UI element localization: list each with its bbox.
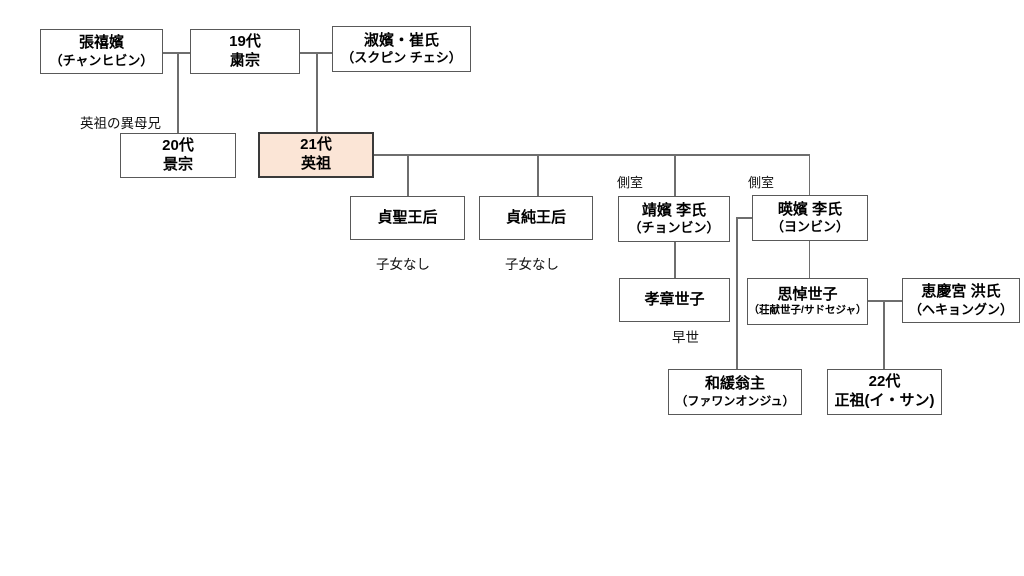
connector-marriage-jang-sukjong bbox=[163, 52, 190, 54]
node-sado-seja: 思悼世子 （荘献世子/サドセジャ） bbox=[747, 278, 868, 325]
node-jang-huibin: 張禧嬪 （チャンヒビン） bbox=[40, 29, 163, 74]
node-sukbin-choi-name: 淑嬪・崔氏 bbox=[363, 31, 439, 49]
node-sukbin-choi-reading: （スクピン チェシ） bbox=[341, 50, 462, 66]
node-hyegyeong-hong-reading: （ヘキョングン） bbox=[908, 301, 1013, 317]
node-hwawan-ongju-name: 和緩翁主 bbox=[704, 375, 765, 393]
connector-drop-yeongbin bbox=[808, 154, 810, 195]
node-jeongjo-name: 正祖(イ・サン) bbox=[834, 392, 935, 409]
node-jeongjo: 22代 正祖(イ・サン) bbox=[827, 369, 942, 415]
node-hyegyeong-hong: 恵慶宮 洪氏 （ヘキョングン） bbox=[902, 278, 1020, 323]
no-children-note-2: 子女なし bbox=[505, 257, 559, 272]
early-death-note: 早世 bbox=[672, 330, 699, 345]
node-gyeongjong: 20代 景宗 bbox=[120, 133, 236, 178]
connector-yeongbin-sado bbox=[808, 240, 810, 278]
node-sado-seja-name: 思悼世子 bbox=[777, 285, 838, 303]
node-hwawan-ongju-reading: （ファワンオンジュ） bbox=[675, 393, 795, 408]
connector-drop-hwawan bbox=[736, 217, 738, 369]
connector-drop-jeongjo bbox=[883, 300, 885, 369]
node-jeongsun-wanghu-name: 貞純王后 bbox=[505, 208, 566, 226]
node-sukbin-choi: 淑嬪・崔氏 （スクピン チェシ） bbox=[332, 26, 471, 72]
node-sado-seja-reading: （荘献世子/サドセジャ） bbox=[748, 304, 867, 317]
half-brother-note: 英祖の異母兄 bbox=[80, 116, 161, 131]
connector-yeongbin-stub bbox=[736, 217, 752, 219]
node-jeongbin-lee-name: 靖嬪 李氏 bbox=[641, 201, 707, 219]
node-yeongjo-name: 英祖 bbox=[300, 155, 331, 172]
node-sukjong-generation: 19代 bbox=[229, 32, 261, 50]
connector-drop-jeongseong bbox=[407, 154, 409, 196]
node-yeongjo-generation: 21代 bbox=[300, 136, 332, 154]
concubine-label-2: 側室 bbox=[748, 175, 775, 190]
connector-jeongbin-hyojang bbox=[674, 242, 676, 278]
connector-drop-gyeongjong bbox=[177, 52, 179, 133]
node-jeongbin-lee: 靖嬪 李氏 （チョンビン） bbox=[618, 196, 730, 242]
node-jeongbin-lee-reading: （チョンビン） bbox=[628, 220, 720, 236]
node-hwawan-ongju: 和緩翁主 （ファワンオンジュ） bbox=[668, 369, 802, 415]
node-hyegyeong-hong-name: 恵慶宮 洪氏 bbox=[921, 283, 1001, 301]
node-jeongseong-wanghu: 貞聖王后 bbox=[350, 196, 465, 240]
concubine-label-1: 側室 bbox=[617, 175, 644, 190]
node-jang-huibin-name: 張禧嬪 bbox=[78, 34, 124, 52]
connector-drop-jeongsun bbox=[537, 154, 539, 196]
node-jeongjo-generation: 22代 bbox=[868, 373, 901, 391]
node-yeongbin-lee-reading: （ヨンビン） bbox=[770, 219, 849, 235]
node-hyojang-seja: 孝章世子 bbox=[619, 278, 730, 322]
node-jang-huibin-reading: （チャンヒビン） bbox=[49, 52, 154, 68]
connector-yeongjo-spouses bbox=[374, 154, 810, 156]
node-sukjong: 19代 粛宗 bbox=[190, 29, 300, 74]
node-sukjong-name: 粛宗 bbox=[229, 51, 260, 69]
node-yeongbin-lee-name: 暎嬪 李氏 bbox=[777, 200, 843, 218]
connector-drop-yeongjo bbox=[316, 52, 318, 132]
node-gyeongjong-name: 景宗 bbox=[162, 155, 193, 173]
no-children-note-1: 子女なし bbox=[376, 257, 430, 272]
connector-drop-jeongbin bbox=[674, 154, 676, 196]
node-jeongsun-wanghu: 貞純王后 bbox=[479, 196, 593, 240]
node-gyeongjong-generation: 20代 bbox=[162, 136, 194, 154]
node-yeongbin-lee: 暎嬪 李氏 （ヨンビン） bbox=[752, 195, 868, 241]
node-yeongjo: 21代 英祖 bbox=[258, 132, 374, 178]
node-jeongseong-wanghu-name: 貞聖王后 bbox=[377, 208, 438, 226]
connector-marriage-sado-hyegyeong bbox=[868, 300, 902, 302]
node-hyojang-seja-name: 孝章世子 bbox=[644, 290, 705, 308]
